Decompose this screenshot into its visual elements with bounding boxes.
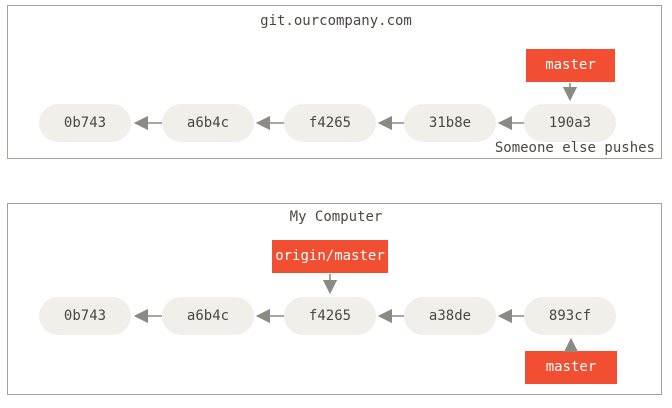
commit-node: a6b4c: [162, 104, 254, 142]
commit-node: a6b4c: [162, 297, 254, 335]
commit-node: 893cf: [524, 297, 616, 335]
branch-label-master-local: master: [525, 351, 617, 384]
commit-node: f4265: [284, 297, 376, 335]
local-panel-title: My Computer: [289, 209, 383, 225]
branch-label-master-remote: master: [526, 49, 615, 82]
annotation-someone-else-pushes: Someone else pushes: [494, 140, 655, 156]
commit-node: f4265: [284, 104, 376, 142]
branch-label-origin-master: origin/master: [272, 240, 388, 273]
remote-panel-title: git.ourcompany.com: [260, 13, 412, 29]
commit-node: a38de: [404, 297, 496, 335]
commit-node: 0b743: [39, 104, 131, 142]
commit-node: 31b8e: [404, 104, 496, 142]
commit-node: 190a3: [524, 104, 616, 142]
commit-node: 0b743: [39, 297, 131, 335]
